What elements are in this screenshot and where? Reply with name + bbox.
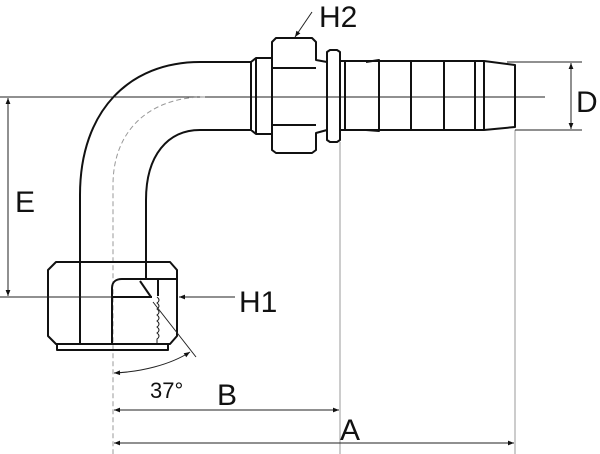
angle-line bbox=[152, 301, 197, 358]
bend-centerline bbox=[112, 96, 206, 454]
label-h1: H1 bbox=[239, 286, 277, 319]
label-b: B bbox=[217, 379, 237, 412]
label-angle: 37° bbox=[150, 378, 183, 403]
elbow-pipe bbox=[79, 61, 251, 262]
hex-nut-h1 bbox=[47, 261, 178, 351]
flange bbox=[326, 49, 341, 143]
label-d: D bbox=[576, 86, 598, 119]
label-e: E bbox=[15, 186, 35, 219]
angle-arc bbox=[113, 351, 191, 376]
thread bbox=[156, 296, 160, 344]
collar bbox=[250, 57, 273, 135]
label-h2: H2 bbox=[319, 1, 357, 34]
leader-h2 bbox=[294, 11, 313, 38]
hex-nut-h2 bbox=[271, 37, 328, 154]
label-a: A bbox=[340, 414, 360, 447]
barbed-stem bbox=[339, 59, 516, 132]
